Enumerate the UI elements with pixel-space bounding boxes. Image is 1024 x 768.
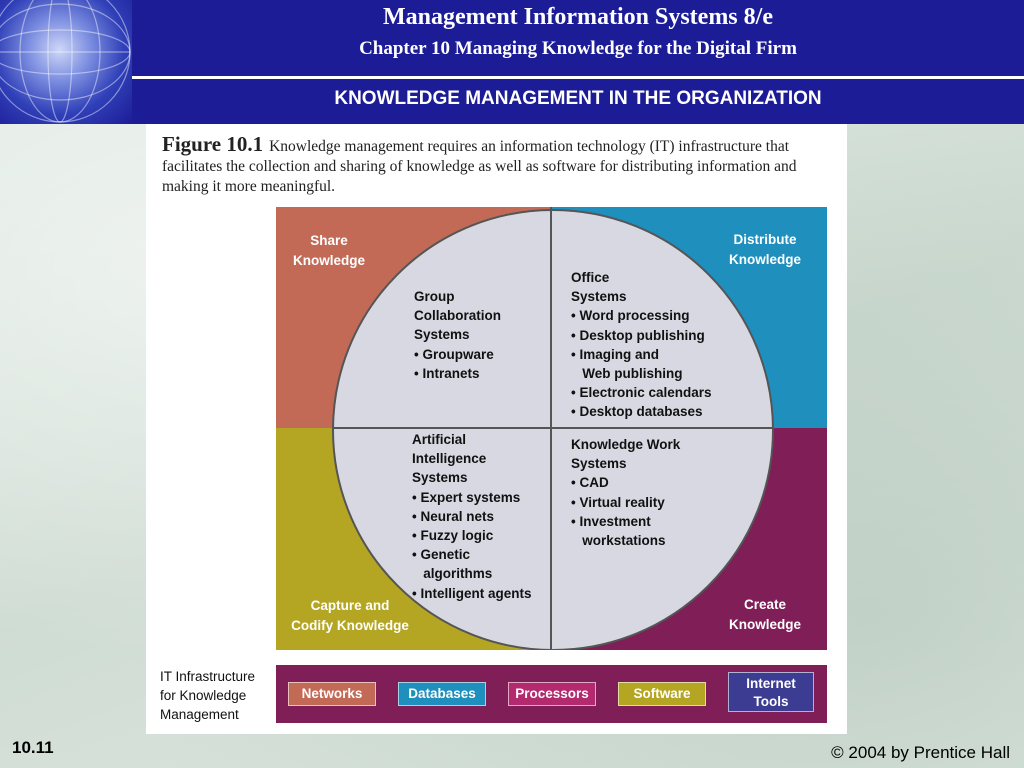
it-infrastructure-label: IT Infrastructure for Knowledge Manageme… xyxy=(160,669,256,722)
artificial-intelligence-systems-text: Artificial Intelligence Systems • Expert… xyxy=(412,432,532,601)
group-collaboration-systems-text: Group Collaboration Systems • Groupware … xyxy=(414,289,501,381)
presentation-title: Management Information Systems 8/e xyxy=(383,4,773,30)
globe-logo-icon xyxy=(0,0,132,124)
processors-box: Processors xyxy=(508,682,596,706)
capture-codify-knowledge-label: Capture and Codify Knowledge xyxy=(291,598,409,633)
office-systems-text: Office Systems • Word processing • Deskt… xyxy=(571,270,712,420)
header-divider xyxy=(132,76,1024,79)
distribute-knowledge-label: Distribute Knowledge xyxy=(728,232,801,267)
knowledge-work-systems-text: Knowledge Work Systems • CAD • Virtual r… xyxy=(571,437,681,549)
software-box: Software xyxy=(618,682,706,706)
databases-box: Databases xyxy=(398,682,486,706)
copyright-notice: © 2004 by Prentice Hall xyxy=(831,743,1010,762)
it-infrastructure-bar: Networks Databases Processors Software I… xyxy=(276,665,827,723)
knowledge-management-diagram: Share Knowledge Distribute Knowledge Cap… xyxy=(276,207,827,650)
circle-horizontal-divider xyxy=(332,427,772,429)
chapter-subtitle: Chapter 10 Managing Knowledge for the Di… xyxy=(359,38,797,59)
create-knowledge-label: Create Knowledge xyxy=(728,597,801,632)
figure-label: Figure 10.1 xyxy=(162,132,264,156)
networks-box: Networks xyxy=(288,682,376,706)
internet-tools-box: Internet Tools xyxy=(728,672,814,712)
slide-header: Management Information Systems 8/e Chapt… xyxy=(0,0,1024,124)
slide-number: 10.11 xyxy=(12,738,54,757)
figure-caption-text: Knowledge management requires an informa… xyxy=(162,138,797,195)
share-knowledge-label: Share Knowledge xyxy=(292,233,365,268)
section-title: KNOWLEDGE MANAGEMENT IN THE ORGANIZATION xyxy=(334,88,822,109)
systems-circle xyxy=(332,209,774,650)
